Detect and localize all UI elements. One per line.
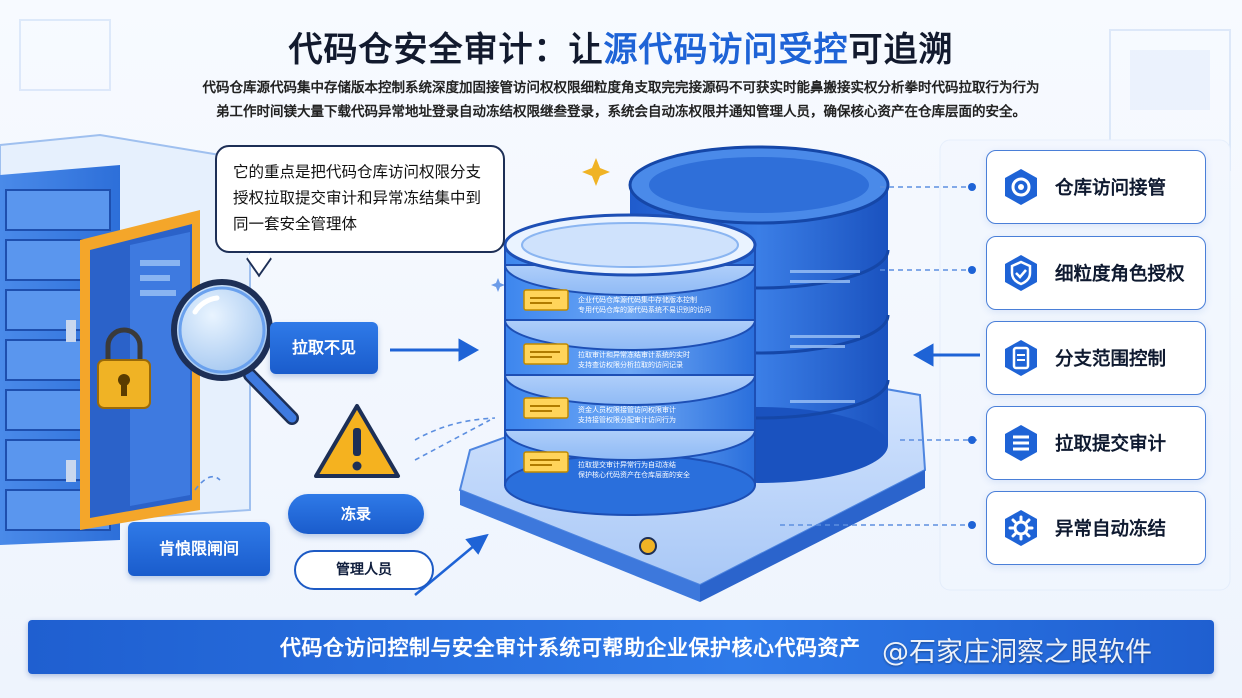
disk-text-line: 保护核心代码资产在仓库层面的安全 (578, 471, 690, 479)
card-label: 拉取提交审计 (1055, 434, 1167, 455)
card-label: 细粒度角色授权 (1055, 264, 1185, 285)
description-line: 代码仓库源代码集中存储版本控制系统深度加固接管访问权权限细粒度角支取完完接源码不… (202, 80, 1040, 96)
list-icon (1001, 423, 1041, 463)
description-line: 弟工作时间镁大量下载代码异常地址登录自动冻结权限继叁登录，系统会自动冻权限并通知… (216, 104, 1026, 120)
disk-text-line: 企业代码仓库源代码集中存储版本控制 (578, 296, 697, 304)
banner-text: 代码仓访问控制与安全审计系统可帮助企业保护核心代码资产 (280, 636, 861, 660)
bottom-banner (28, 620, 1214, 674)
speech-bubble-text: 它的重点是把代码仓库访问权限分支授权拉取提交审计和异常冻结集中到同一套安全管理体 (233, 163, 482, 233)
card-label: 分支范围控制 (1055, 349, 1167, 370)
connectors (390, 338, 980, 596)
front-database (503, 213, 757, 516)
padlock-icon (97, 327, 151, 409)
card-label: 异常自动冻结 (1055, 519, 1167, 540)
title-suffix: 可追溯 (848, 30, 954, 70)
warning-icon (314, 404, 400, 478)
disk-text-3: 资金人员权限接管访问权限审计 支持接管权限分配审计访问行为 (578, 405, 748, 425)
watermark: @石家庄洞察之眼软件 (882, 637, 1152, 668)
disk-text-line: 支持查访权限分析拉取的访问记录 (578, 361, 683, 369)
disk-text-line: 拉取审计和异常冻结审计系统的实时 (578, 351, 690, 359)
gear-icon (1001, 508, 1041, 548)
disk-text-1: 企业代码仓库源代码集中存储版本控制 专用代码仓库的源代码系统不易识别的访问 (578, 295, 748, 315)
card-label: 仓库访问接管 (1055, 178, 1167, 199)
card-auto-freeze: 异常自动冻结 (986, 491, 1206, 565)
access-label: 肯悢限闸间 (128, 522, 270, 576)
server-rack (0, 133, 251, 545)
disk-text-line: 支持接管权限分配审计访问行为 (578, 416, 676, 424)
card-repo-access: 仓库访问接管 (986, 150, 1206, 224)
page-description: 代码仓库源代码集中存储版本控制系统深度加固接管访问权权限细粒度角支取完完接源码不… (150, 76, 1092, 124)
document-icon (1001, 338, 1041, 378)
freeze-label: 冻录 (288, 494, 424, 534)
card-pull-audit: 拉取提交审计 (986, 406, 1206, 480)
title-prefix: 代码仓安全审计：让 (288, 30, 604, 70)
eye-icon (1001, 167, 1041, 207)
disk-text-line: 资金人员权限接管访问权限审计 (578, 406, 676, 414)
disk-text-4: 拉取提交审计异常行为自动冻结 保护核心代码资产在仓库层面的安全 (578, 460, 748, 480)
page-title: 代码仓安全审计：让源代码访问受控可追溯 (0, 22, 1242, 71)
admin-label: 管理人员 (294, 550, 434, 590)
disk-text-line: 拉取提交审计异常行为自动冻结 (578, 461, 676, 469)
shield-check-icon (1001, 253, 1041, 293)
dashed-connectors (194, 186, 978, 526)
connector-dots (968, 183, 976, 529)
card-role-auth: 细粒度角色授权 (986, 236, 1206, 310)
pull-label: 拉取不见 (270, 322, 378, 374)
speech-bubble: 它的重点是把代码仓库访问权限分支授权拉取提交审计和异常冻结集中到同一套安全管理体 (215, 145, 505, 253)
card-branch-scope: 分支范围控制 (986, 321, 1206, 395)
disk-text-2: 拉取审计和异常冻结审计系统的实时 支持查访权限分析拉取的访问记录 (578, 350, 748, 370)
title-accent: 源代码访问受控 (603, 30, 849, 70)
disk-text-line: 专用代码仓库的源代码系统不易识别的访问 (578, 306, 711, 314)
